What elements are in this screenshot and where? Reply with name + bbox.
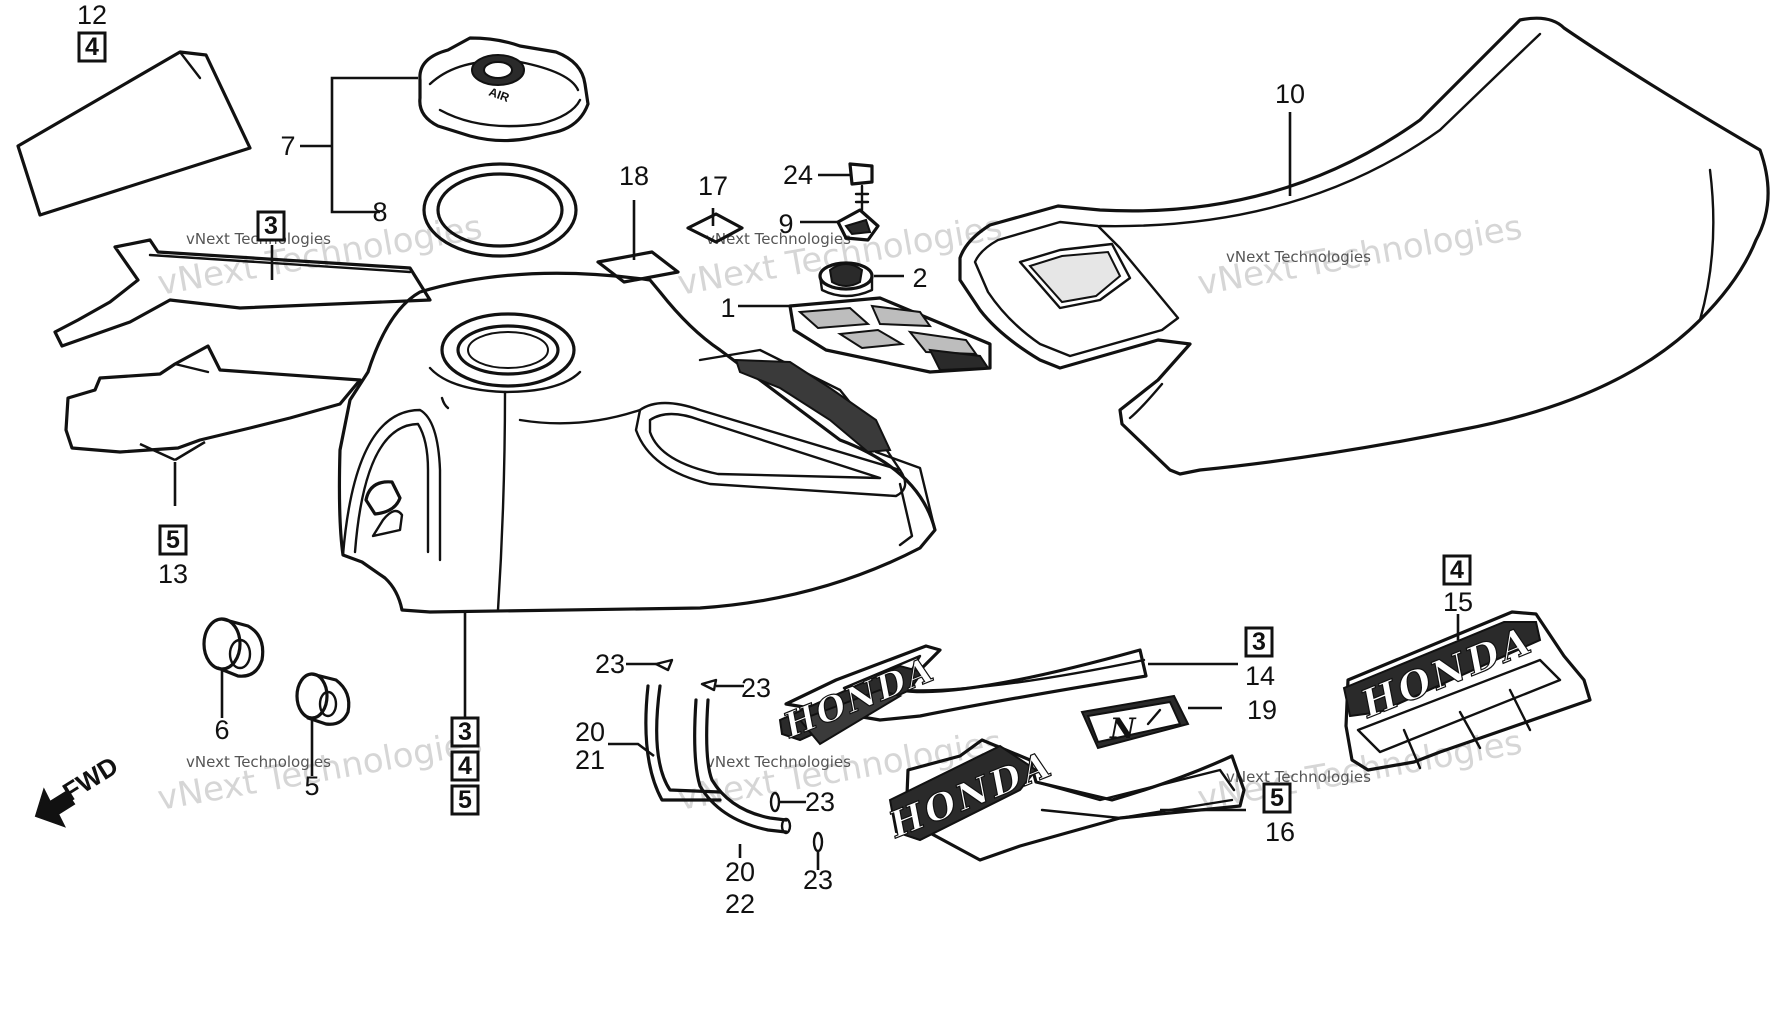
label-2: 2: [912, 263, 927, 293]
label-14: 14: [1245, 661, 1275, 691]
label-8: 8: [372, 197, 387, 227]
part-12-knee-pad: [16, 50, 252, 217]
part-24-bolt: [848, 162, 874, 212]
part-labels: 12 4 3 5 13 7 8 18 17 24 9 2 1 10 3 4 5 …: [77, 0, 1473, 919]
honda-logo-14: HONDA: [777, 650, 940, 747]
fwd-arrow-icon: FWD: [34, 750, 123, 828]
part-9-clip: [836, 208, 880, 242]
watermark-small: vNext Technologies: [1226, 768, 1371, 786]
ref-tank-5: 5: [458, 786, 472, 814]
label-12: 12: [77, 0, 107, 30]
part-1-pad: [788, 296, 992, 374]
watermark-small: vNext Technologies: [186, 753, 331, 771]
label-24: 24: [783, 160, 813, 190]
label-1: 1: [720, 293, 735, 323]
ref-13-top: 3: [264, 212, 278, 240]
ref-box-13: [158, 524, 188, 556]
part-23-clip-b: [700, 678, 718, 692]
ref-13: 5: [166, 526, 180, 554]
part-2-grommet: [818, 261, 874, 298]
ref-box-16: [1262, 782, 1292, 814]
label-13: 13: [158, 559, 188, 589]
label-22: 22: [725, 889, 755, 919]
ref-box-14: [1244, 626, 1274, 658]
label-7: 7: [280, 131, 295, 161]
part-22-hose: [693, 698, 792, 835]
ref-box-tank-4: [450, 750, 480, 782]
watermark-small: vNext Technologies: [1226, 248, 1371, 266]
part-21-hose: [644, 684, 722, 802]
fuel-cap-marking: AIR: [487, 85, 512, 105]
ref-12: 4: [85, 33, 99, 61]
label-20a: 20: [575, 717, 605, 747]
part-19-emblem: N: [1080, 694, 1190, 750]
label-18: 18: [619, 161, 649, 191]
watermark-small: vNext Technologies: [706, 753, 851, 771]
label-20b: 20: [725, 857, 755, 887]
part-6-collar: [202, 617, 265, 678]
ref-tank-4: 4: [458, 752, 472, 780]
label-15: 15: [1443, 587, 1473, 617]
label-17: 17: [698, 171, 728, 201]
part-23-clip-d: [812, 831, 824, 853]
part-7-fuel-cap: AIR: [418, 36, 590, 143]
part-13-tank-decal-lower: [64, 344, 362, 454]
part-13-tank-decal-upper: [53, 238, 432, 348]
label-16: 16: [1265, 817, 1295, 847]
leader-20-21: [608, 742, 655, 758]
ref-box-15: [1442, 554, 1472, 586]
watermark-small: vNext Technologies: [706, 230, 851, 248]
label-23a: 23: [595, 649, 625, 679]
label-19: 19: [1247, 695, 1277, 725]
part-23-clip-a: [654, 658, 674, 672]
label-23d: 23: [803, 865, 833, 895]
ref-15: 4: [1450, 556, 1464, 584]
ref-box-13-top: [256, 210, 286, 242]
part-8-gasket: [422, 162, 578, 258]
label-21: 21: [575, 745, 605, 775]
ref-box-tank-3: [450, 716, 480, 748]
fwd-label: FWD: [57, 750, 123, 807]
leader-7-8: [300, 76, 418, 214]
label-10: 10: [1275, 79, 1305, 109]
label-23b: 23: [741, 673, 771, 703]
ref-tank-3: 3: [458, 718, 472, 746]
part-5-collar: [295, 672, 351, 726]
ref-14: 3: [1252, 628, 1266, 656]
emblem-19-letter: N: [1109, 712, 1137, 745]
label-6: 6: [214, 715, 229, 745]
part-17-label: [686, 212, 744, 244]
label-5: 5: [304, 771, 319, 801]
label-23c: 23: [805, 787, 835, 817]
ref-box-12: [77, 31, 107, 63]
label-9: 9: [778, 209, 793, 239]
fuel-tank: [337, 271, 937, 614]
part-10-seat: [958, 16, 1770, 476]
leader-13-upper: [139, 440, 206, 462]
ref-16: 5: [1270, 784, 1284, 812]
ref-box-tank-5: [450, 784, 480, 816]
